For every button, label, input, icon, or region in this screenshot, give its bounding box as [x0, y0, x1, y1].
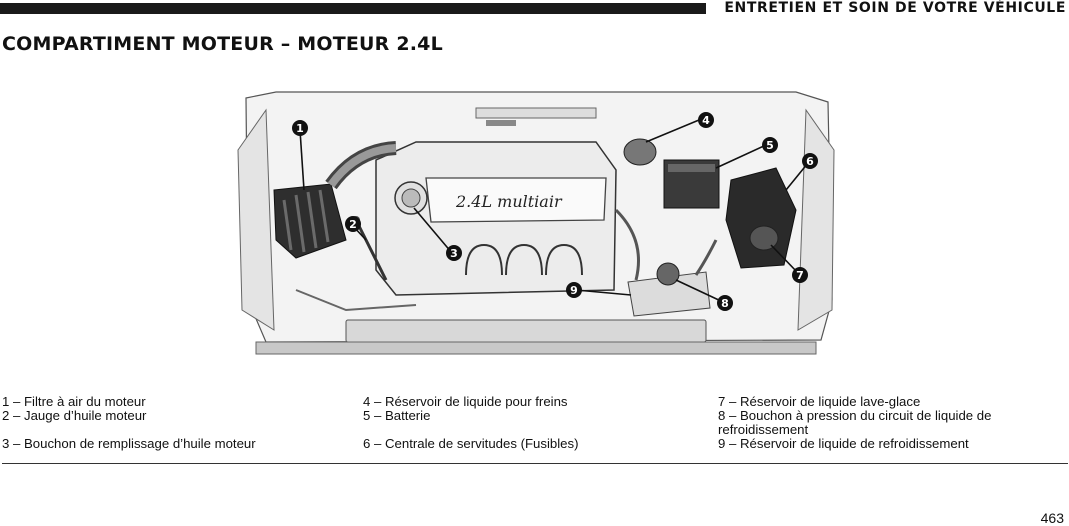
- legend-column-1: 1 – Filtre à air du moteur 2 – Jauge d’h…: [2, 395, 332, 451]
- page-number: 463: [1040, 510, 1064, 526]
- section-title: ENTRETIEN ET SOIN DE VOTRE VÉHICULE: [724, 0, 1066, 16]
- legend-divider: [2, 463, 1068, 464]
- legend-item: 6 – Centrale de servitudes (Fusibles): [363, 436, 579, 451]
- legend-item: 9 – Réservoir de liquide de refroidissem…: [718, 436, 969, 451]
- callout-4: 4: [698, 112, 714, 128]
- legend-item: 7 – Réservoir de liquide lave-glace: [718, 394, 921, 409]
- legend-item: 3 – Bouchon de remplissage d’huile moteu…: [2, 436, 256, 451]
- legend-item: 2 – Jauge d’huile moteur: [2, 408, 147, 423]
- callout-9: 9: [566, 282, 582, 298]
- svg-text:6: 6: [806, 155, 814, 168]
- callout-8: 8: [717, 295, 733, 311]
- legend-item: 5 – Batterie: [363, 408, 431, 423]
- legend-item: 4 – Réservoir de liquide pour freins: [363, 394, 568, 409]
- svg-text:3: 3: [450, 247, 458, 260]
- callout-2: 2: [345, 216, 361, 232]
- svg-text:2: 2: [349, 218, 357, 231]
- callout-6: 6: [802, 153, 818, 169]
- engine-cover-label: 2.4L multiair: [455, 192, 563, 211]
- callout-7: 7: [792, 267, 808, 283]
- svg-text:4: 4: [702, 114, 710, 127]
- svg-text:7: 7: [796, 269, 804, 282]
- callout-5: 5: [762, 137, 778, 153]
- legend-column-3: 7 – Réservoir de liquide lave-glace 8 – …: [718, 395, 1063, 451]
- callout-1: 1: [292, 120, 308, 136]
- svg-text:9: 9: [570, 284, 578, 297]
- svg-text:1: 1: [296, 122, 304, 135]
- callout-3: 3: [446, 245, 462, 261]
- page-title: COMPARTIMENT MOTEUR – MOTEUR 2.4L: [2, 33, 443, 55]
- engine-compartment-illustration: 2.4L multiair: [236, 90, 836, 362]
- svg-text:5: 5: [766, 139, 774, 152]
- header-bar: [0, 3, 706, 14]
- legend-item: 1 – Filtre à air du moteur: [2, 394, 146, 409]
- legend-column-2: 4 – Réservoir de liquide pour freins 5 –…: [363, 395, 693, 451]
- svg-text:8: 8: [721, 297, 729, 310]
- legend-item: 8 – Bouchon à pression du circuit de liq…: [718, 408, 992, 437]
